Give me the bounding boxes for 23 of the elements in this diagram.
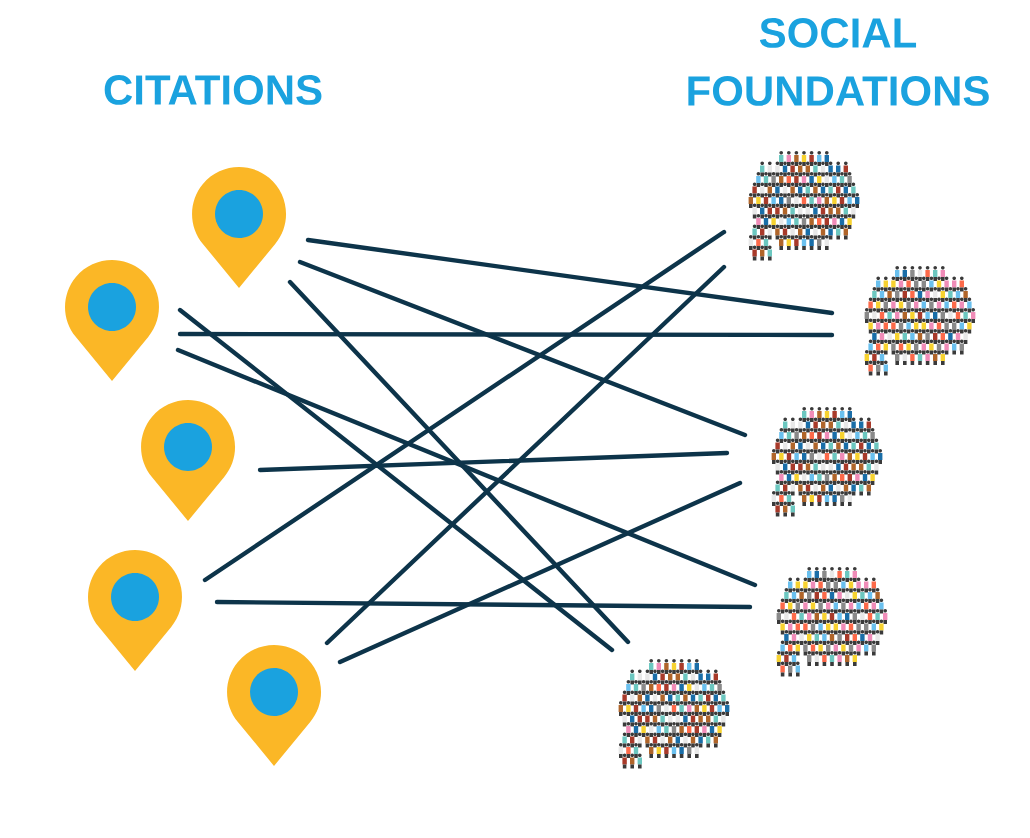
crowd-drawing	[771, 406, 883, 517]
pin-icon	[192, 167, 286, 288]
connector-line	[177, 307, 615, 653]
connector-line	[175, 347, 758, 588]
pin-icon	[227, 645, 321, 766]
crowd-drawing	[748, 150, 860, 261]
connector-line	[324, 264, 727, 646]
connector-line	[337, 480, 743, 665]
connector-line	[214, 599, 753, 610]
connector-line	[287, 279, 631, 645]
pin-icon	[65, 260, 159, 381]
connector-line	[177, 331, 835, 338]
crowd-drawing	[618, 658, 730, 769]
connector-line	[297, 259, 748, 438]
crowd-drawing	[864, 265, 976, 376]
pin-icon	[88, 550, 182, 671]
pin-icon	[141, 400, 235, 521]
crowd-drawing	[776, 566, 888, 677]
connector-line	[257, 450, 730, 473]
column-heading: SOCIAL FOUNDATIONS	[688, 18, 989, 106]
connector-line	[202, 229, 727, 583]
column-heading: CITATIONS	[104, 75, 322, 105]
connector-line	[305, 237, 835, 316]
